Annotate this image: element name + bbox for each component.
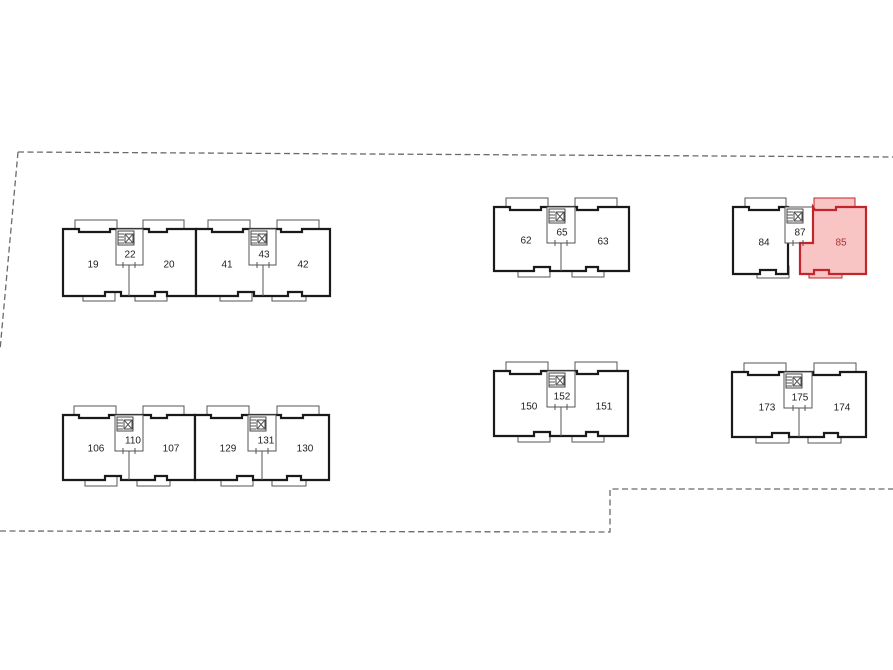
unit-label-63[interactable]: 63 [597,237,609,248]
building-129-130: 129 130 131 [193,405,331,487]
unit-label-110[interactable]: 110 [125,436,141,447]
unit-label-152[interactable]: 152 [554,392,571,403]
building-62-63: 62 63 65 [492,197,631,278]
unit-label-87[interactable]: 87 [794,228,806,239]
unit-label-20[interactable]: 20 [163,260,175,271]
unit-label-85[interactable]: 85 [835,238,847,249]
unit-label-65[interactable]: 65 [556,228,568,239]
unit-label-107[interactable]: 107 [163,444,180,455]
boundary-bottom [0,488,893,533]
building-84-85: 84 85 87 [731,197,868,279]
building-150-151: 150 151 152 [492,361,630,443]
unit-label-62[interactable]: 62 [520,236,532,247]
unit-label-22[interactable]: 22 [124,250,136,261]
unit-label-175[interactable]: 175 [792,393,809,404]
building-173-174: 173 174 175 [730,362,868,444]
building-19-20: 19 20 22 [61,219,198,302]
unit-label-130[interactable]: 130 [297,444,314,455]
boundary-left [0,151,19,351]
boundary-top [17,151,893,158]
unit-label-41[interactable]: 41 [221,260,233,271]
building-106-107: 106 107 110 [61,405,197,487]
unit-label-42[interactable]: 42 [297,260,309,271]
unit-label-19[interactable]: 19 [87,260,99,271]
unit-85-highlight[interactable] [798,203,868,276]
unit-label-129[interactable]: 129 [220,444,237,455]
unit-label-151[interactable]: 151 [596,402,613,413]
unit-label-150[interactable]: 150 [521,402,538,413]
unit-label-43[interactable]: 43 [258,250,270,261]
building-41-42: 41 42 43 [194,219,332,302]
unit-label-173[interactable]: 173 [759,403,776,414]
unit-label-106[interactable]: 106 [88,444,105,455]
unit-label-131[interactable]: 131 [258,436,275,447]
unit-label-174[interactable]: 174 [834,403,851,414]
property-boundary [0,151,893,533]
unit-label-84[interactable]: 84 [758,238,770,249]
